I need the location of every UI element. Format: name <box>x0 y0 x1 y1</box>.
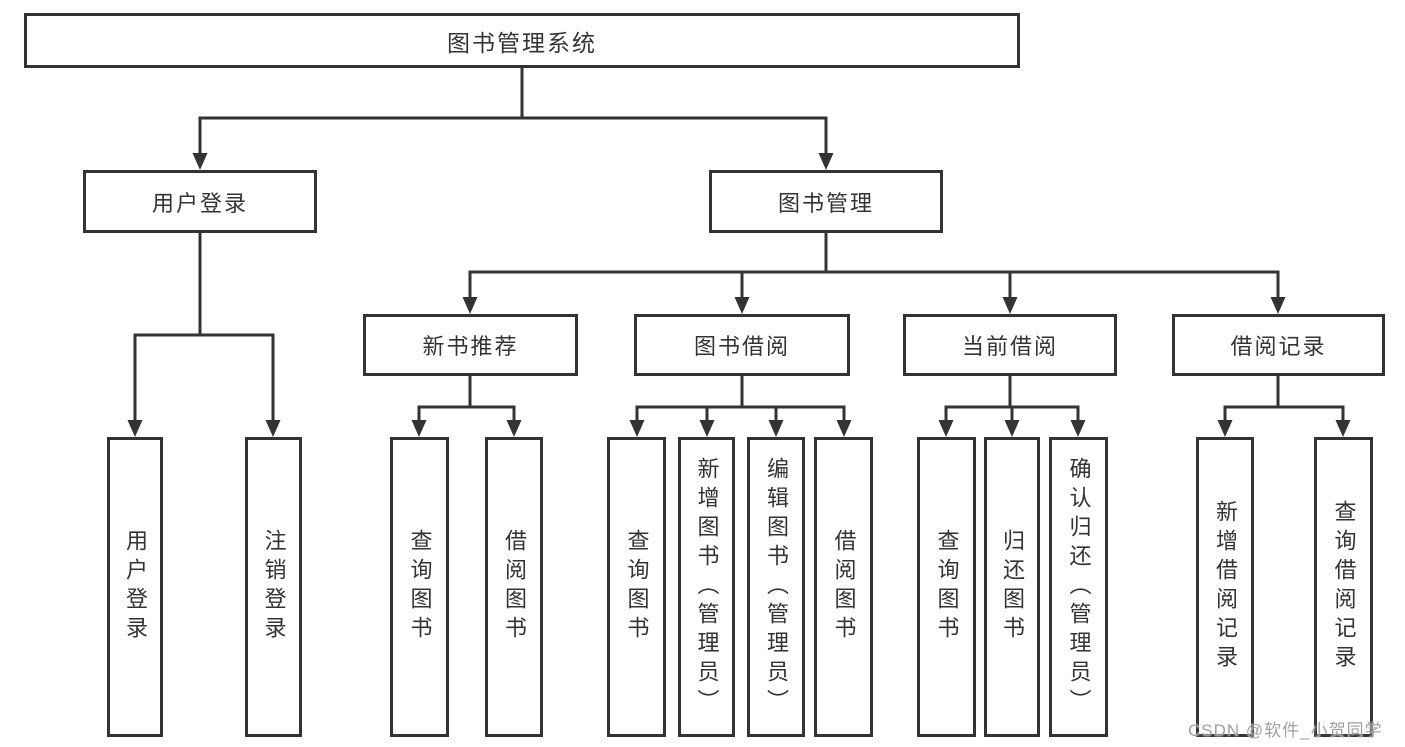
node-user-login: 用户登录 <box>83 170 317 233</box>
leaf-borrowing-borrow-books: 借阅图书 <box>814 437 873 737</box>
leaf-current-confirm-return-admin: 确认归还（管理员） <box>1049 437 1108 737</box>
node-borrowing-records: 借阅记录 <box>1172 314 1385 376</box>
node-book-borrowing: 图书借阅 <box>634 314 850 376</box>
leaf-records-query-record: 查询借阅记录 <box>1314 437 1373 737</box>
watermark-text: CSDN @软件_小贺同学 <box>1188 721 1383 740</box>
leaf-recommend-query-books: 查询图书 <box>390 437 449 737</box>
leaf-borrowing-edit-books-admin: 编辑图书（管理员） <box>747 437 805 737</box>
leaf-logout-login: 注销登录 <box>245 437 302 737</box>
leaf-recommend-borrow-books: 借阅图书 <box>485 437 543 737</box>
leaf-current-query-books: 查询图书 <box>917 437 976 737</box>
leaf-current-return-books: 归还图书 <box>984 437 1040 737</box>
node-book-management: 图书管理 <box>709 170 943 233</box>
leaf-borrowing-query-books: 查询图书 <box>607 437 666 737</box>
leaf-borrowing-add-books-admin: 新增图书（管理员） <box>678 437 735 737</box>
arrowheads <box>127 153 1351 437</box>
node-current-borrowing: 当前借阅 <box>903 314 1117 376</box>
node-new-book-recommend: 新书推荐 <box>363 314 578 376</box>
leaf-records-add-record: 新增借阅记录 <box>1196 437 1254 737</box>
leaf-user-login: 用户登录 <box>107 437 163 737</box>
node-root: 图书管理系统 <box>24 13 1020 68</box>
